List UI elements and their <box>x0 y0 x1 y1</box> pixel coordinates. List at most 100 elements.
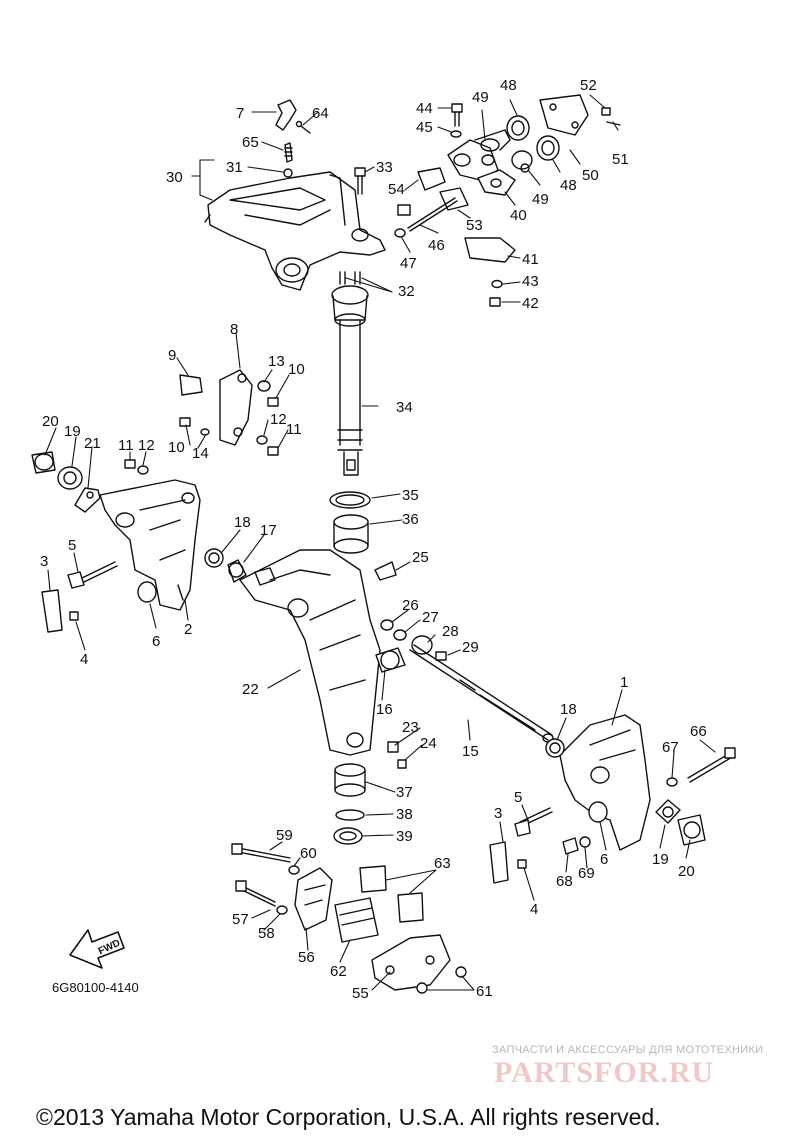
callout-8: 8 <box>230 321 239 338</box>
callout-48b: 48 <box>560 177 577 194</box>
callout-54: 54 <box>388 181 405 198</box>
callout-12b: 12 <box>138 437 155 454</box>
callout-18b: 18 <box>560 701 577 718</box>
bottom-mount-group <box>231 843 467 994</box>
callout-68: 68 <box>556 873 573 890</box>
bolt-33 <box>354 167 366 195</box>
callout-6a: 6 <box>152 633 161 650</box>
left-bolt-group <box>41 561 118 633</box>
callout-15: 15 <box>462 743 479 760</box>
callout-44: 44 <box>416 100 433 117</box>
callout-26: 26 <box>402 597 419 614</box>
callout-53: 53 <box>466 217 483 234</box>
steering-bracket-part <box>204 168 386 291</box>
watermark-caption: ЗАПЧАСТИ И АКСЕССУАРЫ ДЛЯ МОТОТЕХНИКИ <box>492 1044 764 1056</box>
callout-32: 32 <box>398 283 415 300</box>
callout-61: 61 <box>476 983 493 1000</box>
callout-49a: 49 <box>472 89 489 106</box>
callout-48a: 48 <box>500 77 517 94</box>
callout-18a: 18 <box>234 514 251 531</box>
callout-56: 56 <box>298 949 315 966</box>
callout-9: 9 <box>168 347 177 364</box>
bushings-37-39 <box>333 763 366 845</box>
pins-32 <box>339 271 361 285</box>
callout-28: 28 <box>442 623 459 640</box>
callout-27: 27 <box>422 609 439 626</box>
bracket-plate-group <box>124 369 279 475</box>
swivel-small-parts <box>375 619 447 673</box>
callout-67: 67 <box>662 739 679 756</box>
callout-3a: 3 <box>40 553 49 570</box>
callout-46: 46 <box>428 237 445 254</box>
callout-25: 25 <box>412 549 429 566</box>
left-nut-washer-group <box>31 451 101 513</box>
callout-6b: 6 <box>600 851 609 868</box>
callout-69: 69 <box>578 865 595 882</box>
clamp-bracket-right-part <box>545 714 651 851</box>
callout-47: 47 <box>400 255 417 272</box>
callout-39: 39 <box>396 828 413 845</box>
callout-55: 55 <box>352 985 369 1002</box>
callout-36: 36 <box>402 511 419 528</box>
callout-2: 2 <box>184 621 193 638</box>
callout-57: 57 <box>232 911 249 928</box>
bolts-23-24 <box>387 741 407 769</box>
callout-38: 38 <box>396 806 413 823</box>
callout-62: 62 <box>330 963 347 980</box>
leader-lines <box>44 94 716 991</box>
fwd-arrow-icon <box>69 929 125 969</box>
callout-34: 34 <box>396 399 413 416</box>
lock-lever-parts <box>275 99 311 163</box>
callout-24: 24 <box>420 735 437 752</box>
callout-10b: 10 <box>168 439 185 456</box>
bushing-18-17-left <box>204 548 247 583</box>
callout-43: 43 <box>522 273 539 290</box>
callout-17: 17 <box>260 522 277 539</box>
callout-12a: 12 <box>270 411 287 428</box>
callout-4b: 4 <box>530 901 539 918</box>
diagram-part-code: 6G80100-4140 <box>52 980 139 995</box>
callout-51: 51 <box>612 151 629 168</box>
callout-45: 45 <box>416 119 433 136</box>
callout-66: 66 <box>690 723 707 740</box>
callout-19a: 19 <box>64 423 81 440</box>
callout-5b: 5 <box>514 789 523 806</box>
callout-31: 31 <box>226 159 243 176</box>
callout-13: 13 <box>268 353 285 370</box>
right-bolt-group <box>489 747 736 884</box>
steering-linkage-parts <box>394 94 621 307</box>
callout-60: 60 <box>300 845 317 862</box>
callout-63: 63 <box>434 855 451 872</box>
callout-22: 22 <box>242 681 259 698</box>
callout-16: 16 <box>376 701 393 718</box>
callout-4a: 4 <box>80 651 89 668</box>
clamp-bracket-left-part <box>99 479 201 611</box>
callout-23: 23 <box>402 719 419 736</box>
callout-20b: 20 <box>678 863 695 880</box>
callout-35: 35 <box>402 487 419 504</box>
callout-59: 59 <box>276 827 293 844</box>
callout-49b: 49 <box>532 191 549 208</box>
callout-33: 33 <box>376 159 393 176</box>
copyright-notice: ©2013 Yamaha Motor Corporation, U.S.A. A… <box>36 1104 661 1130</box>
steering-shaft-part <box>331 285 369 476</box>
callout-29: 29 <box>462 639 479 656</box>
callout-7: 7 <box>236 105 245 122</box>
callout-30: 30 <box>166 169 183 186</box>
callout-3b: 3 <box>494 805 503 822</box>
callout-64: 64 <box>312 105 329 122</box>
callout-50: 50 <box>582 167 599 184</box>
callout-14: 14 <box>192 445 209 462</box>
callout-52: 52 <box>580 77 597 94</box>
callout-1: 1 <box>620 674 629 691</box>
swivel-bracket-part <box>239 549 397 756</box>
callout-37: 37 <box>396 784 413 801</box>
callout-5a: 5 <box>68 537 77 554</box>
callout-65: 65 <box>242 134 259 151</box>
callout-40: 40 <box>510 207 527 224</box>
callout-41: 41 <box>522 251 539 268</box>
watermark-logo: PARTSFOR.RU <box>494 1056 715 1089</box>
callout-11b: 11 <box>118 437 134 454</box>
callout-58: 58 <box>258 925 275 942</box>
